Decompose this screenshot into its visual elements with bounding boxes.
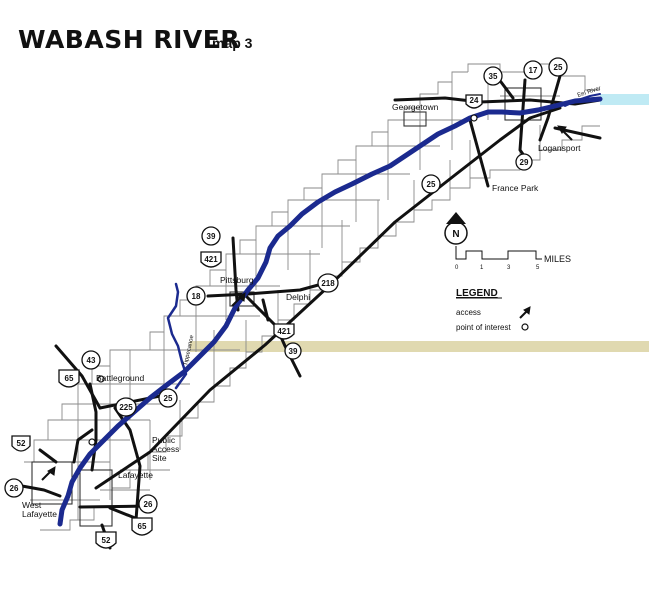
legend-access-arrow-icon bbox=[519, 306, 531, 319]
route-39-shield: 39 bbox=[201, 226, 221, 246]
label-west: West bbox=[22, 500, 42, 510]
poi-georgetown bbox=[470, 114, 478, 122]
svg-text:25: 25 bbox=[427, 180, 436, 189]
scale-tick-1: 1 bbox=[480, 265, 484, 271]
route-25-shield-ne: 25 bbox=[548, 57, 568, 77]
north-label: N bbox=[452, 229, 459, 240]
map-title: WABASH RIVER bbox=[18, 25, 240, 54]
scale-tick-5: 5 bbox=[536, 265, 540, 271]
svg-text:25: 25 bbox=[164, 394, 173, 403]
north-compass: N bbox=[444, 212, 468, 245]
legend-poi-label: point of interest bbox=[456, 323, 511, 332]
poi-public-access bbox=[88, 438, 96, 446]
svg-text:65: 65 bbox=[65, 374, 74, 383]
label-logansport: Logansport bbox=[538, 143, 581, 153]
route-218-shield: 218 bbox=[317, 273, 339, 293]
legend-poi-circle-icon bbox=[521, 323, 529, 331]
label-site: Site bbox=[152, 453, 167, 463]
svg-text:35: 35 bbox=[489, 72, 498, 81]
svg-text:218: 218 bbox=[321, 279, 335, 288]
svg-text:18: 18 bbox=[192, 292, 201, 301]
route-25-shield-sw: 25 bbox=[158, 388, 178, 408]
access-arrow-logansport bbox=[557, 125, 573, 141]
route-shields: 35 17 25 24 29 25 39 421 bbox=[4, 57, 568, 549]
roads bbox=[20, 74, 602, 550]
svg-text:39: 39 bbox=[207, 232, 216, 241]
scale-bar: MILES 0 1 3 5 bbox=[455, 246, 571, 271]
label-access: Access bbox=[152, 444, 179, 454]
legend: LEGEND access point of interest bbox=[456, 288, 531, 332]
svg-text:65: 65 bbox=[138, 522, 147, 531]
svg-text:421: 421 bbox=[204, 255, 218, 264]
route-24-shield: 24 bbox=[465, 94, 483, 109]
route-26-shield-e: 26 bbox=[138, 494, 158, 514]
scale-tick-0: 0 bbox=[455, 265, 459, 271]
access-markers bbox=[41, 125, 573, 481]
route-65-shield-s: 65 bbox=[131, 517, 153, 536]
poi-markers bbox=[88, 114, 478, 446]
route-39-shield-s: 39 bbox=[284, 342, 302, 360]
svg-text:43: 43 bbox=[87, 356, 96, 365]
route-52-shield-n: 52 bbox=[11, 435, 31, 452]
route-421-shield-n: 421 bbox=[200, 251, 222, 268]
label-delphi: Delphi bbox=[286, 292, 310, 302]
label-battleground: Battleground bbox=[96, 373, 144, 383]
wabash-river bbox=[57, 93, 603, 527]
legend-heading: LEGEND bbox=[456, 288, 498, 299]
svg-text:26: 26 bbox=[10, 484, 19, 493]
scan-band-right bbox=[600, 94, 649, 105]
svg-text:24: 24 bbox=[470, 96, 479, 105]
label-lafayette: Lafayette bbox=[118, 470, 153, 480]
city-outlines bbox=[31, 87, 542, 527]
scale-tick-3: 3 bbox=[507, 265, 511, 271]
label-public: Public bbox=[152, 435, 176, 445]
route-421-shield-s: 421 bbox=[273, 323, 295, 340]
route-18-shield: 18 bbox=[186, 286, 206, 306]
svg-text:421: 421 bbox=[277, 327, 291, 336]
route-35-shield: 35 bbox=[483, 66, 503, 86]
access-arrow-pittsburg bbox=[231, 292, 246, 307]
label-west-lafayette: Lafayette bbox=[22, 509, 57, 519]
svg-text:52: 52 bbox=[102, 536, 111, 545]
map-subtitle: map 3 bbox=[212, 35, 253, 51]
svg-text:26: 26 bbox=[144, 500, 153, 509]
section-lines bbox=[24, 63, 600, 531]
poi-battleground bbox=[97, 375, 105, 383]
route-43-shield: 43 bbox=[81, 350, 101, 370]
label-georgetown: Georgetown bbox=[392, 102, 439, 112]
label-pittsburg: Pittsburg bbox=[220, 275, 254, 285]
svg-text:225: 225 bbox=[119, 403, 133, 412]
route-25-shield-mid: 25 bbox=[421, 174, 441, 194]
label-france-park: France Park bbox=[492, 183, 539, 193]
route-29-shield: 29 bbox=[515, 153, 533, 171]
svg-text:25: 25 bbox=[554, 63, 563, 72]
scan-band bbox=[190, 341, 649, 352]
svg-text:17: 17 bbox=[529, 66, 538, 75]
svg-text:39: 39 bbox=[289, 347, 298, 356]
route-17-shield: 17 bbox=[523, 60, 543, 80]
svg-text:52: 52 bbox=[17, 439, 26, 448]
route-225-shield: 225 bbox=[115, 397, 137, 417]
route-52-shield-s: 52 bbox=[95, 531, 117, 549]
svg-text:29: 29 bbox=[520, 158, 529, 167]
route-65-shield-n: 65 bbox=[58, 369, 80, 388]
legend-access-label: access bbox=[456, 308, 481, 317]
scale-label: MILES bbox=[544, 254, 571, 264]
route-26-shield-w: 26 bbox=[4, 478, 24, 498]
access-arrow-westlafayette bbox=[41, 466, 56, 481]
